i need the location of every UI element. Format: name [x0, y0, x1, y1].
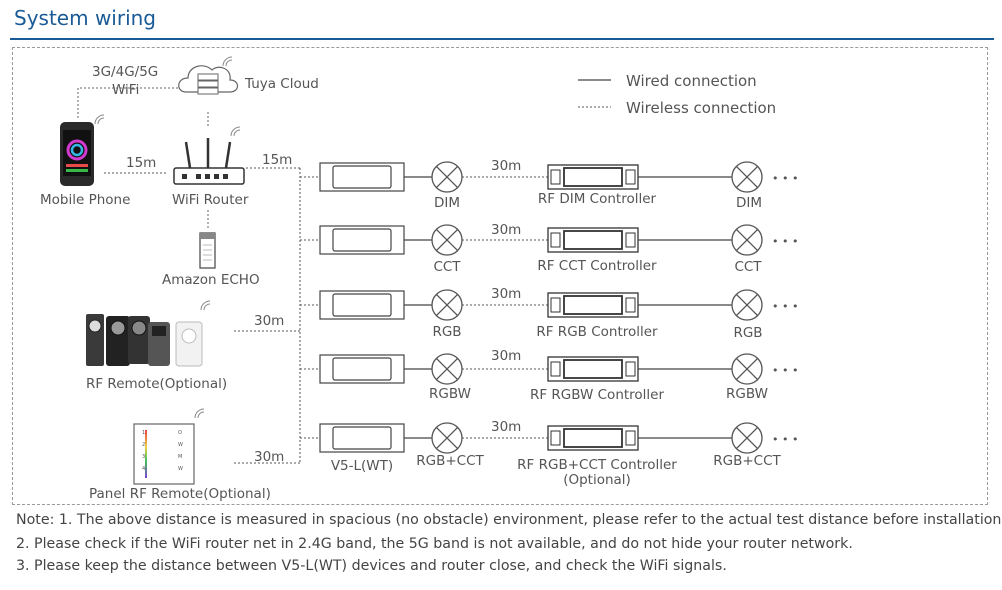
wifi-router-icon [173, 126, 245, 185]
diagram-frame [12, 47, 988, 505]
lamp-label: DIM [434, 195, 460, 211]
rf-controller-optional: (Optional) [563, 472, 631, 488]
remote-label: RF Remote(Optional) [86, 376, 227, 392]
lamp-label: RGB [432, 324, 461, 340]
v5-controller-icon [319, 225, 405, 255]
phone-router-distance: 15m [126, 155, 156, 171]
remote-bus-distance: 30m [254, 313, 284, 329]
row-rgbw: RGBW 30m RF RGBW Controller RGBW • • • [319, 348, 798, 403]
rf-controller-icon [547, 425, 639, 451]
panel-label: Panel RF Remote(Optional) [89, 486, 271, 502]
ellipsis: • • • [772, 300, 798, 313]
row-rgb: RGB 30m RF RGB Controller RGB • • • [319, 286, 798, 341]
row-distance: 30m [491, 419, 521, 435]
note-line-1: Note: 1. The above distance is measured … [16, 512, 1002, 528]
band-label-line1: 3G/4G/5G [92, 64, 158, 80]
rf-controller-label: RF RGB Controller [536, 324, 658, 340]
row-distance: 30m [491, 158, 521, 174]
lamp-icon [431, 422, 463, 454]
lamp-label: CCT [433, 259, 461, 275]
row-rgbcct: V5-L(WT) RGB+CCT 30m RF RGB+CCT Controll… [319, 419, 798, 488]
row-distance: 30m [491, 222, 521, 238]
lamp-icon [731, 289, 763, 321]
legend-wireless-label: Wireless connection [626, 99, 776, 117]
echo-label: Amazon ECHO [162, 272, 260, 288]
svg-text:W: W [178, 466, 183, 472]
rf-controller-label: RF DIM Controller [538, 191, 657, 207]
panel-bus-distance: 30m [254, 449, 284, 465]
svg-text:M: M [178, 454, 182, 460]
ellipsis: • • • [772, 235, 798, 248]
row-cct: CCT 30m RF CCT Controller CCT • • • [319, 222, 798, 275]
note-line-3: 3. Please keep the distance between V5-L… [16, 558, 727, 574]
lamp-label: RGBW [726, 386, 768, 402]
rf-controller-icon [547, 227, 639, 253]
router-bus-distance: 15m [262, 152, 292, 168]
lamp-label: RGB [733, 325, 762, 341]
lamp-label: RGB+CCT [416, 453, 484, 469]
ellipsis: • • • [772, 433, 798, 446]
cloud-label: Tuya Cloud [244, 76, 319, 92]
rf-controller-icon [547, 292, 639, 318]
router-label: WiFi Router [172, 192, 249, 208]
ellipsis: • • • [772, 364, 798, 377]
lamp-icon [731, 161, 763, 193]
phone-label: Mobile Phone [40, 192, 130, 208]
band-label-line2: WiFi [112, 82, 139, 98]
lamp-icon [431, 353, 463, 385]
v5-controller-icon [319, 162, 405, 192]
amazon-echo-icon [199, 232, 216, 269]
rf-controller-label: RF RGB+CCT Controller [517, 457, 677, 473]
page-title: System wiring [14, 6, 157, 30]
svg-text:O: O [178, 430, 182, 436]
lamp-icon [431, 161, 463, 193]
v5-controller-label: V5-L(WT) [331, 458, 393, 474]
row-distance: 30m [491, 348, 521, 364]
panel-remote-icon: 1 2 3 4 O W M W [133, 408, 205, 485]
svg-text:4: 4 [142, 466, 145, 472]
lamp-label: RGBW [429, 386, 471, 402]
v5-controller-icon [319, 423, 405, 453]
lamp-label: CCT [734, 259, 762, 275]
lamp-icon [431, 224, 463, 256]
lamp-icon [731, 422, 763, 454]
note-line-2: 2. Please check if the WiFi router net i… [16, 536, 853, 552]
title-divider [10, 38, 994, 40]
rf-controller-icon [547, 356, 639, 382]
ellipsis: • • • [772, 172, 798, 185]
svg-text:3: 3 [142, 454, 145, 460]
cloud-icon [178, 56, 239, 95]
row-dim: DIM 30m RF DIM Controller DIM • • • [319, 158, 798, 211]
legend-wired-label: Wired connection [626, 72, 757, 90]
svg-text:W: W [178, 442, 183, 448]
lamp-icon [431, 289, 463, 321]
rf-controller-label: RF CCT Controller [537, 258, 657, 274]
lamp-icon [731, 353, 763, 385]
v5-controller-icon [319, 354, 405, 384]
svg-text:2: 2 [142, 442, 145, 448]
phone-cloud-link [77, 87, 180, 118]
lamp-icon [731, 224, 763, 256]
svg-text:1: 1 [142, 430, 145, 436]
rf-controller-label: RF RGBW Controller [530, 387, 665, 403]
lamp-label: RGB+CCT [713, 453, 781, 469]
lamp-label: DIM [736, 195, 762, 211]
mobile-phone-icon [60, 114, 105, 186]
row-distance: 30m [491, 286, 521, 302]
v5-controller-icon [319, 290, 405, 320]
rf-controller-icon [547, 164, 639, 190]
rf-remote-icon [86, 300, 211, 367]
